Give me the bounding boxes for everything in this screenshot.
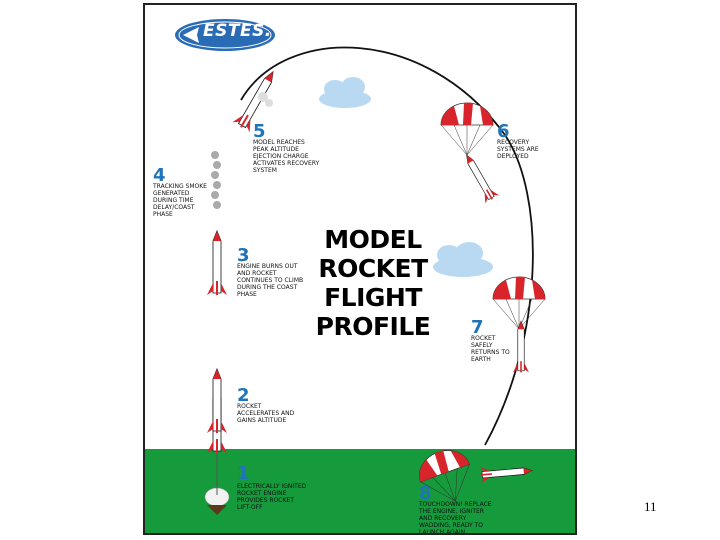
rocket-stage-6 xyxy=(459,150,500,204)
diagram-artwork xyxy=(145,19,575,533)
parachute-stage-6 xyxy=(440,102,494,156)
step-number-5: 5 xyxy=(253,121,266,142)
slide-number: 11 xyxy=(644,499,657,514)
step-text-4: TRACKING SMOKE GENERATED DURING TIME DEL… xyxy=(153,183,207,218)
step-text-3: ENGINE BURNS OUT AND ROCKET CONTINUES TO… xyxy=(237,263,304,298)
smoke-trail xyxy=(211,151,221,209)
brand-logo-text: ESTES. xyxy=(203,21,272,41)
step-text-8: TOUCHDOWN! REPLACE THE ENGINE, IGNITER A… xyxy=(419,501,492,535)
step-text-5: MODEL REACHES PEAK ALTITUDE EJECTION CHA… xyxy=(253,139,320,174)
logo xyxy=(175,19,275,51)
step-number-4: 4 xyxy=(153,165,166,186)
step-number-3: 3 xyxy=(237,245,250,266)
rocket-stage-2 xyxy=(206,368,228,434)
parachute-stage-7 xyxy=(492,276,546,330)
rocket-stage-3 xyxy=(206,230,228,296)
step-text-6: RECOVERY SYSTEMS ARE DEPLOYED xyxy=(497,139,539,160)
step-text-7: ROCKET SAFELY RETURNS TO EARTH xyxy=(471,335,510,363)
cloud-icon xyxy=(433,242,493,277)
step-number-8: 8 xyxy=(419,483,432,504)
flight-profile-poster: ESTES. MODEL ROCKET FLIGHT PROFILE 1 ELE… xyxy=(143,3,577,535)
cloud-icon xyxy=(319,77,371,108)
step-text-2: ROCKET ACCELERATES AND GAINS ALTITUDE xyxy=(237,403,295,424)
step-number-2: 2 xyxy=(237,385,250,406)
step-number-6: 6 xyxy=(497,121,510,142)
flight-path xyxy=(240,46,534,446)
ejection-puff xyxy=(258,92,273,107)
poster-title: MODEL ROCKET FLIGHT PROFILE xyxy=(315,225,431,341)
step-text-1: ELECTRICALLY IGNITED ROCKET ENGINE PROVI… xyxy=(237,483,307,511)
step-number-7: 7 xyxy=(471,317,484,338)
launch-pad xyxy=(204,445,230,515)
step-number-1: 1 xyxy=(237,463,250,484)
